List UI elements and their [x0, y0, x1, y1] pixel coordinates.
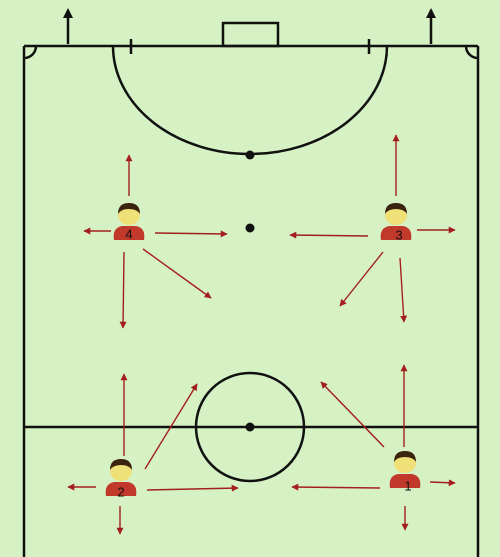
movement-arrow [144, 383, 198, 470]
player: 3 [380, 203, 412, 242]
player-number: 4 [125, 226, 132, 241]
center-circle [194, 371, 306, 483]
movement-arrow [289, 231, 369, 239]
pitch-lines [22, 21, 480, 557]
movement-arrow [154, 230, 228, 238]
player-hair [118, 203, 140, 214]
movement-arrow [339, 251, 384, 307]
player-hair [385, 203, 407, 214]
player-face [385, 205, 407, 225]
movement-arrow [291, 483, 381, 491]
player-number: 1 [404, 478, 411, 493]
player-number: 3 [395, 227, 402, 242]
player-face [118, 205, 140, 225]
player-face [110, 461, 132, 481]
player-shirt [380, 226, 412, 240]
player: 1 [389, 451, 421, 493]
penalty-spot [245, 150, 255, 160]
player-hair [394, 451, 416, 462]
movement-arrow [399, 257, 408, 323]
player-number: 2 [117, 484, 124, 499]
movement-arrow [429, 479, 456, 487]
movement-arrow [142, 248, 212, 299]
corner-arc-right [464, 45, 479, 60]
movement-arrow [119, 251, 127, 329]
second-penalty-spot [245, 223, 255, 233]
player-hair [110, 459, 132, 470]
movement-arrow [320, 381, 385, 448]
player-shirt [389, 474, 421, 488]
center-spot [245, 422, 255, 432]
corner-arc-left [23, 45, 38, 60]
player: 2 [105, 459, 137, 499]
movement-arrow [146, 484, 239, 492]
goal [221, 21, 280, 48]
player-shirt [105, 482, 137, 496]
player-face [394, 453, 416, 473]
player-shirt [113, 226, 145, 240]
player: 4 [113, 203, 145, 241]
